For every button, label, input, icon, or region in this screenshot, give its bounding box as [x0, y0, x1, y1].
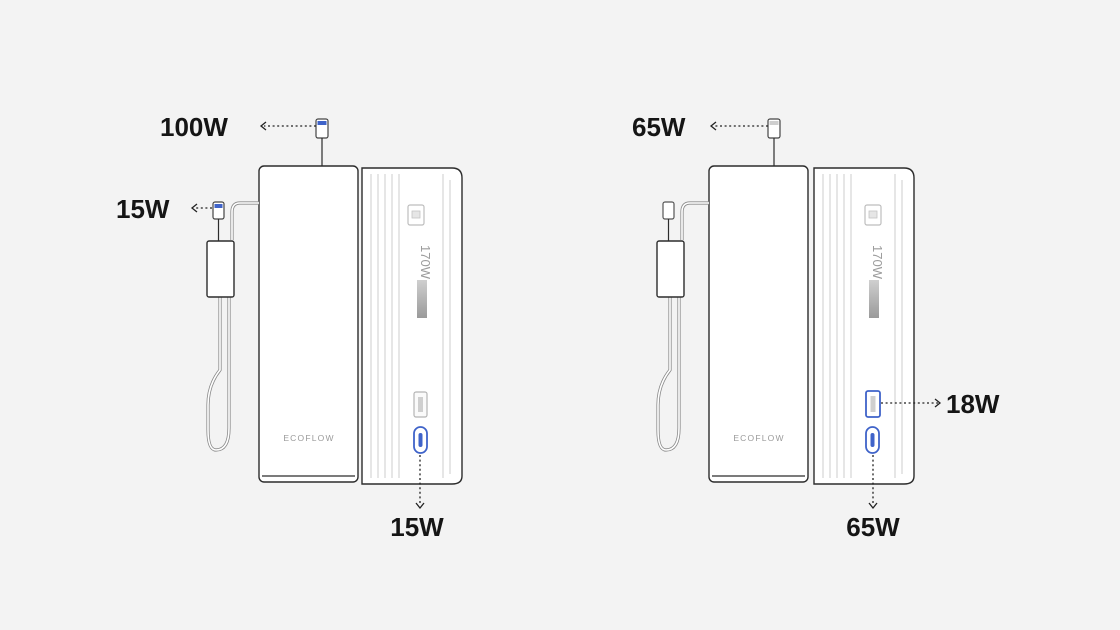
- right-label-top: 65W: [632, 112, 686, 142]
- right-cable-holder: [656, 240, 685, 298]
- right-spec-strip: [869, 280, 879, 318]
- left-charger-ribs: [370, 174, 451, 478]
- left-spec-strip: [417, 280, 427, 318]
- left-label-cable: 15W: [116, 194, 170, 224]
- right-rating-text: 170W: [870, 245, 885, 280]
- left-label-top: 100W: [160, 112, 228, 142]
- right-label-bottom: 65W: [846, 512, 900, 542]
- right-charger-ribs: [822, 174, 903, 478]
- right-charger-module: [813, 167, 915, 485]
- right-label-side: 18W: [946, 389, 1000, 419]
- left-label-bottom: 15W: [390, 512, 444, 542]
- right-side-cable: [656, 201, 709, 452]
- right-power-bank: ECOFLOW 170W: [632, 112, 1000, 542]
- left-side-cable: [206, 201, 259, 452]
- left-brand-logo: ECOFLOW: [283, 433, 334, 443]
- right-cable-connector: [662, 201, 675, 220]
- left-power-bank: ECOFLOW 170W: [116, 112, 463, 542]
- left-cable-holder: [206, 240, 235, 298]
- left-rating-text: 170W: [418, 245, 433, 280]
- right-brand-logo: ECOFLOW: [733, 433, 784, 443]
- left-main-body: [258, 165, 359, 483]
- right-main-body: [708, 165, 809, 483]
- left-charger-module: [361, 167, 463, 485]
